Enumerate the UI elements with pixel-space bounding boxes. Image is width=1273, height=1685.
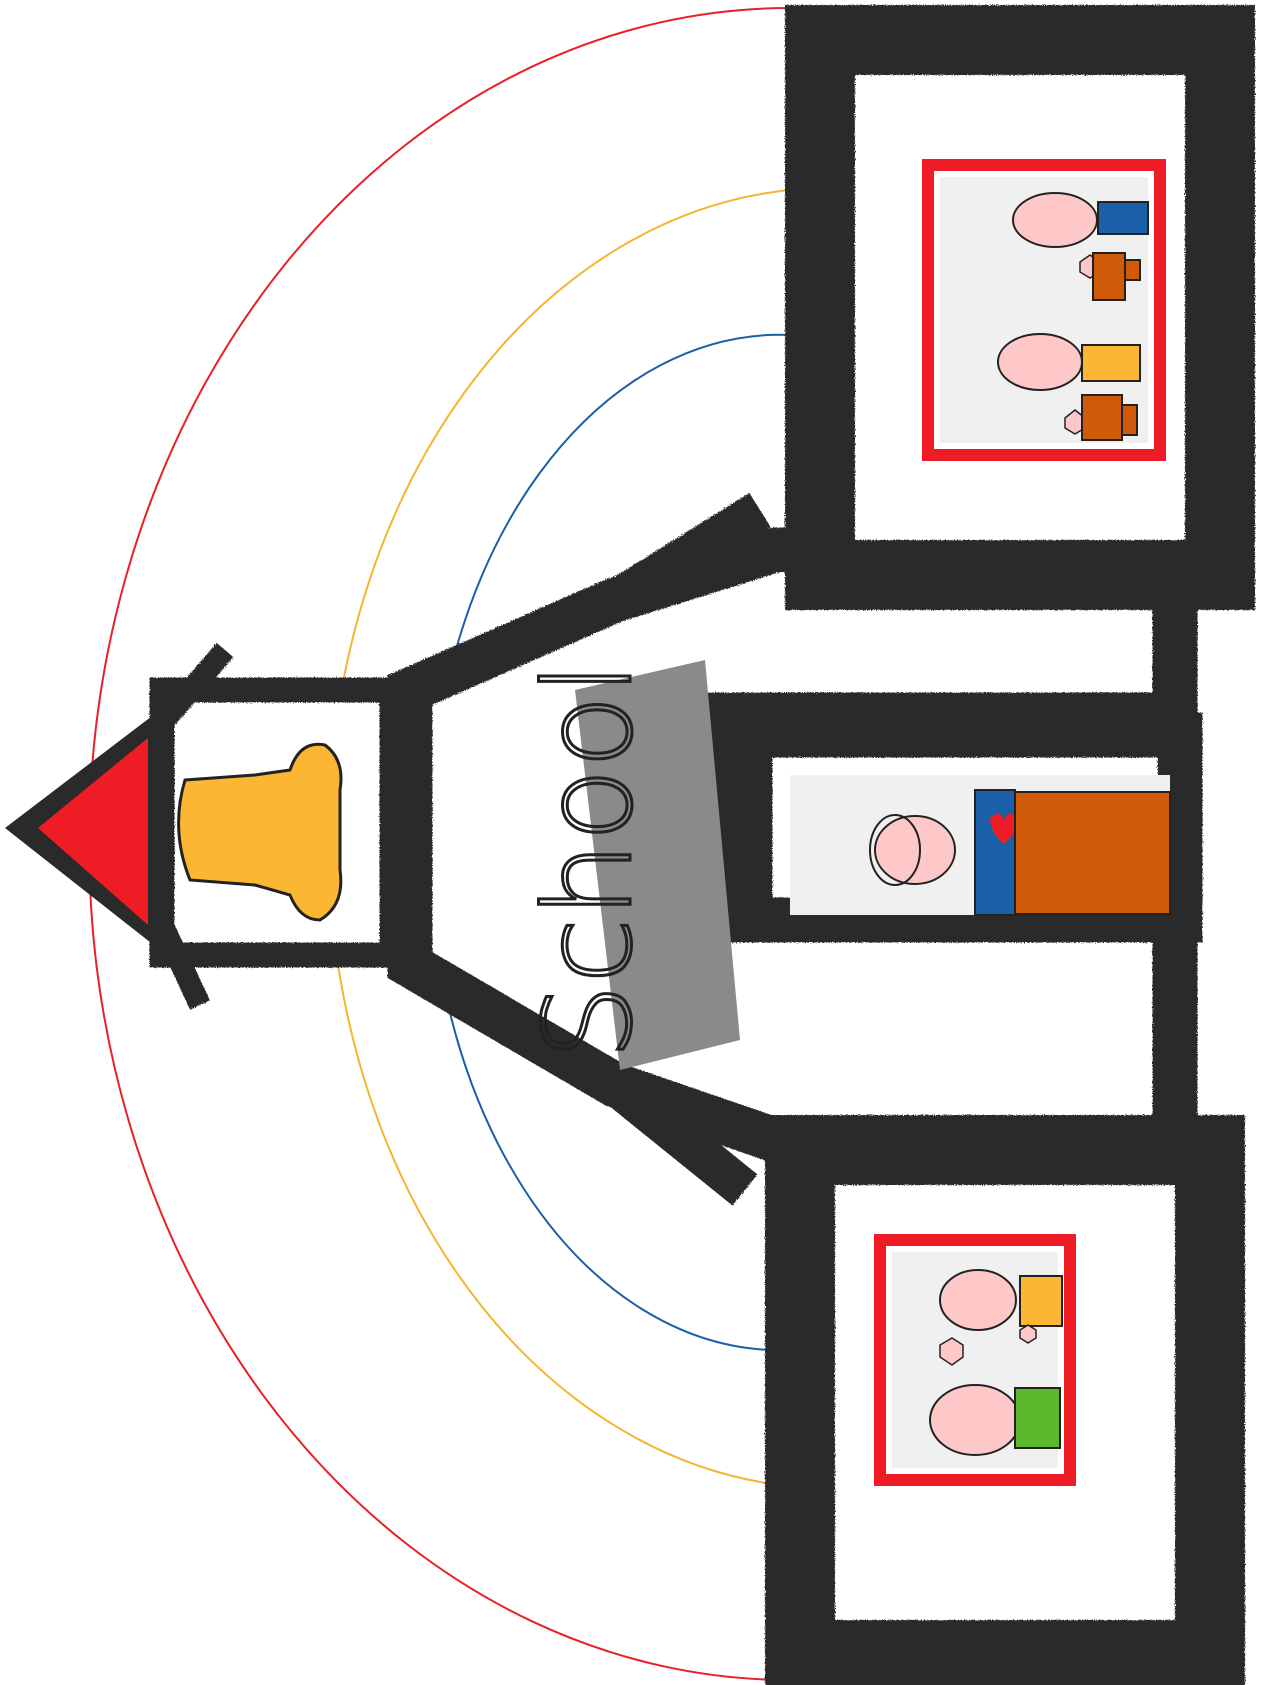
- heart-icon: [990, 813, 1018, 844]
- bell-icon: [177, 742, 343, 922]
- middle-room-interior: [790, 775, 1171, 916]
- roof-red: [38, 738, 148, 925]
- student-desk: [1081, 394, 1123, 441]
- student-desk: [1092, 252, 1126, 301]
- teacher-head: [874, 815, 956, 885]
- student-shirt: [1019, 1275, 1063, 1327]
- top-room-interior: [922, 159, 1166, 461]
- student-head: [939, 1269, 1017, 1331]
- teacher-shirt: [974, 789, 1016, 916]
- sign-plate-bg: [575, 660, 740, 1070]
- student-shirt: [1097, 201, 1149, 235]
- student-shirt: [1081, 344, 1141, 382]
- sign-plate: School: [519, 660, 740, 1070]
- top-room-red-frame: [922, 159, 1166, 461]
- student-head: [1012, 192, 1098, 248]
- bottom-room-red-frame: [874, 1234, 1076, 1486]
- sign-text: School: [520, 662, 659, 1060]
- bottom-room-interior: [874, 1234, 1076, 1486]
- teacher-desk: [1014, 791, 1171, 915]
- student-shirt: [1014, 1387, 1061, 1449]
- student-head: [929, 1384, 1021, 1456]
- roof: [5, 710, 160, 950]
- student-head: [997, 333, 1083, 391]
